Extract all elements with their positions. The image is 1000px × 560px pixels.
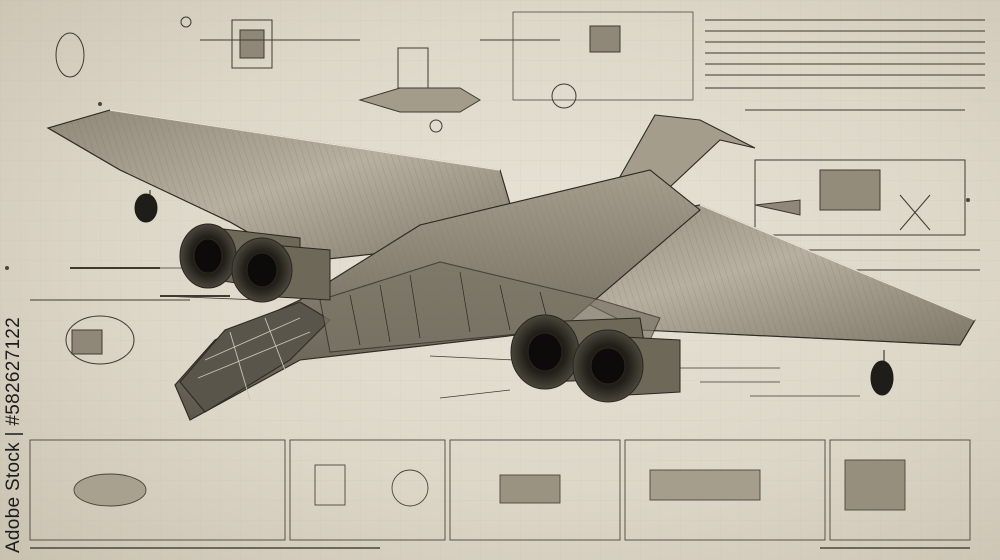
stock-watermark: Adobe Stock | #582627122 (2, 316, 26, 554)
landing-gear (134, 190, 894, 396)
detail-frame-top (512, 11, 694, 101)
callout-leaders (70, 267, 860, 399)
sketch-left-detail (30, 267, 230, 365)
sketch-top-center (358, 25, 621, 133)
sketch-top-left (55, 16, 360, 78)
engine-left-pair (179, 223, 331, 303)
bottom-detail-panels (29, 439, 971, 549)
reference-marks (5, 102, 970, 270)
text-block-top-right (705, 19, 985, 111)
aircraft (46, 109, 976, 421)
engine-right-pair (510, 314, 681, 403)
watermark-text: Adobe Stock | #582627122 (3, 316, 25, 554)
